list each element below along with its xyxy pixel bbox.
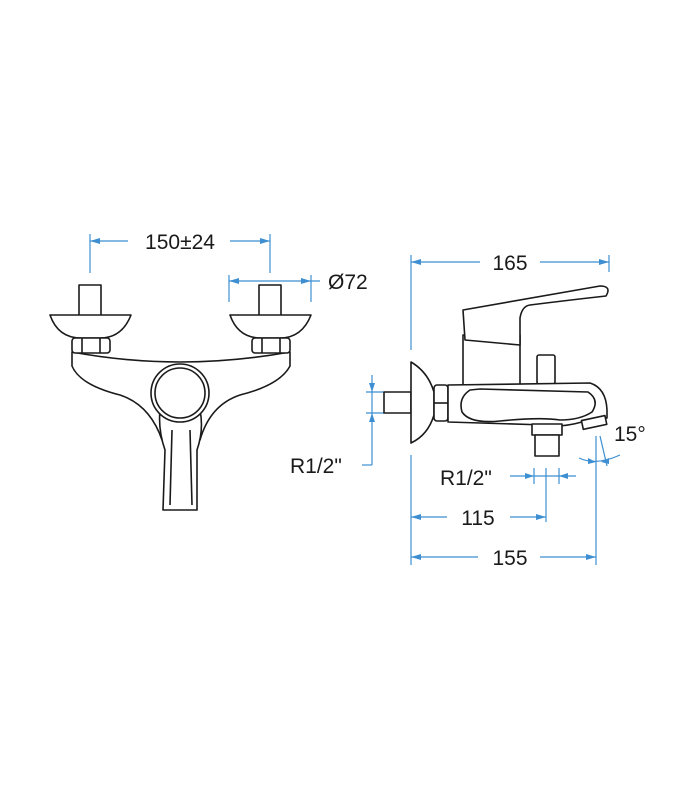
dimension-outlet-position: 115	[410, 455, 547, 565]
dimension-escutcheon-diameter: Ø72	[228, 271, 368, 302]
dimension-thread-inlet: R1/2"	[290, 375, 384, 478]
front-view: 150±24 Ø72 R1/2"	[49, 231, 384, 511]
dim-label-inlet-spacing: 150±24	[145, 231, 215, 254]
dim-label-thread-outlet: R1/2"	[440, 467, 492, 490]
dimension-inlet-spacing: 150±24	[89, 231, 271, 273]
dim-label-spout-reach: 155	[492, 547, 527, 570]
dim-label-overall-length: 165	[492, 252, 527, 275]
dim-label-spout-angle: 15°	[614, 423, 646, 446]
dimension-spout-reach: 155	[411, 436, 597, 570]
dimension-spout-angle: 15°	[578, 423, 646, 467]
dim-label-outlet-position: 115	[461, 507, 494, 530]
side-view: 165 R1/2" 115 155 15°	[383, 252, 646, 570]
dimension-overall-length: 165	[410, 252, 610, 350]
front-faucet-outline	[49, 284, 312, 511]
dimension-thread-outlet: R1/2"	[440, 467, 576, 490]
dim-label-escutcheon-diameter: Ø72	[328, 271, 368, 294]
side-faucet-outline	[383, 285, 609, 457]
dim-label-thread-inlet: R1/2"	[290, 455, 342, 478]
